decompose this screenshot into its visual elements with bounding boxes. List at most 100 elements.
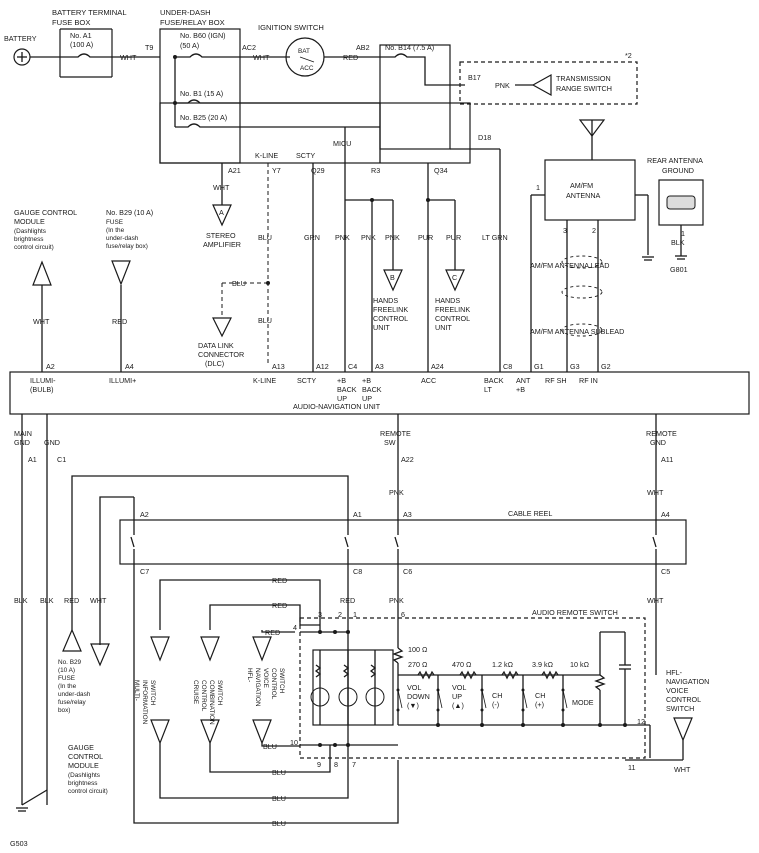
wire-blu-kline: BLU [258, 233, 272, 242]
stereo-label-1: STEREO [206, 231, 236, 240]
au-backlt-2: LT [484, 385, 492, 394]
reel-c8: C8 [353, 567, 362, 576]
rs-pin-10: 10 [290, 738, 298, 747]
wire-wht-reel: WHT [90, 596, 107, 605]
au-illumi-plus: ILLUMI+ [109, 376, 136, 385]
hfl-out-3: VOICE [666, 686, 689, 695]
rs-pin-7: 7 [352, 760, 356, 769]
wire-pur-acc: PUR [418, 233, 433, 242]
vol-up-2: UP [452, 692, 462, 701]
rs-pin-3: 3 [318, 610, 322, 619]
gauge-bot-4: (Dashlights [68, 772, 100, 779]
hfb-2: FREELINK [373, 305, 408, 314]
au-label: AUDIO-NAVIGATION UNIT [293, 402, 381, 411]
ch-plus-2: (+) [535, 700, 544, 709]
wire-pur-c: PUR [446, 233, 461, 242]
multi-3: SWITCH [149, 680, 156, 706]
fuse-b60-rating: (50 A) [180, 41, 199, 50]
tr-label-1: TRANSMISSION [556, 74, 611, 83]
gauge-bot-2: CONTROL [68, 752, 103, 761]
stereo-amplifier-connector: A STEREO AMPLIFIER [203, 204, 241, 249]
ch-minus-2: (-) [492, 700, 499, 709]
au-pin-a24: A24 [431, 362, 444, 371]
ignition-bat: BAT [298, 48, 310, 55]
wire-pnk-reel-out: PNK [389, 596, 404, 605]
au-pin-a3: A3 [375, 362, 384, 371]
gauge-top-1: GAUGE CONTROL [14, 208, 77, 217]
au-pin-c8: C8 [503, 362, 512, 371]
ch-plus-1: CH [535, 691, 545, 700]
multi-1: MULTI- [133, 680, 140, 701]
wire-ltgrn: LT GRN [482, 233, 508, 242]
conn-b-letter: B [390, 273, 395, 282]
rs-pin-8: 8 [334, 760, 338, 769]
rs-pin-12: 12 [637, 717, 645, 726]
au-pin-a11: A11 [661, 455, 673, 464]
au-kline: K-LINE [253, 376, 276, 385]
wire-wht-2: WHT [253, 53, 270, 62]
reel-a2: A2 [140, 510, 149, 519]
r-3k9: 3.9 kΩ [532, 660, 554, 669]
conn-c-letter: C [452, 273, 457, 282]
cable-reel-label: CABLE REEL [508, 509, 552, 518]
note-2: *2 [625, 51, 632, 60]
remote-sw-1: REMOTE [380, 429, 411, 438]
audio-remote-switch: AUDIO REMOTE SWITCH 3 2 1 6 4 10 9 8 7 1… [290, 608, 651, 772]
au-pin-a12: A12 [316, 362, 329, 371]
vol-down-2: DOWN [407, 692, 430, 701]
pin-y7: Y7 [272, 166, 281, 175]
cruise-2: CONTROL [200, 680, 207, 712]
antenna-label-1: AM/FM [570, 181, 593, 190]
transmission-range-switch: *2 B17 PNK TRANSMISSION RANGE SWITCH [459, 51, 638, 105]
au-up-2: UP [362, 394, 372, 403]
au-plusb-2: +B [362, 376, 371, 385]
r-10k: 10 kΩ [570, 660, 590, 669]
ignition-switch: IGNITION SWITCH BAT ACC [258, 23, 325, 77]
au-pin-a13: A13 [272, 362, 285, 371]
hfc-1: HANDS [435, 296, 460, 305]
b29-bot-7: box) [58, 707, 70, 714]
vol-down-switch: VOL DOWN (▼) [396, 683, 430, 712]
pin-q29: Q29 [311, 166, 325, 175]
audio-navigation-unit [9, 371, 750, 415]
wire-pnk-remote: PNK [389, 488, 404, 497]
au-pin-a1: A1 [28, 455, 37, 464]
hfl-outer-switch: HFL- NAVIGATION VOICE CONTROL SWITCH [666, 668, 709, 742]
pin-ab2: AB2 [356, 43, 370, 52]
dlc-label-2: CONNECTOR [198, 350, 244, 359]
under-dash-title-2: FUSE/RELAY BOX [160, 18, 225, 27]
b29-top-5: fuse/relay box) [106, 243, 148, 250]
b29-bot-5: under-dash [58, 691, 91, 698]
hfl-in-2: NAVIGATION [254, 668, 261, 707]
rs-pin-11: 11 [628, 763, 635, 772]
au-rfsh: RF SH [545, 376, 567, 385]
remote-switch-label: AUDIO REMOTE SWITCH [532, 608, 618, 617]
wire-grn: GRN [304, 233, 320, 242]
hands-free-b-connector: B HANDS FREELINK CONTROL UNIT [373, 269, 408, 332]
rear-ground-pin: 1 [681, 229, 685, 238]
wire-pnk-tr: PNK [495, 81, 510, 90]
battery-terminal-fuse-box: BATTERY TERMINAL FUSE BOX No. A1 (100 A) [52, 8, 127, 78]
main-gnd-1: MAIN [14, 429, 32, 438]
reel-a4: A4 [661, 510, 670, 519]
wire-wht-remote-gnd: WHT [647, 488, 664, 497]
wire-wht-amp: WHT [213, 183, 230, 192]
au-scty: SCTY [297, 376, 316, 385]
pin-a21: A21 [228, 166, 241, 175]
au-plusb-1: +B [337, 376, 346, 385]
au-pin-g3: G3 [570, 362, 580, 371]
ch-minus-switch: CH (-) [480, 688, 502, 712]
dlc-label-1: DATA LINK [198, 341, 234, 350]
b29-top-2: FUSE [106, 219, 123, 226]
b29-top-1: No. B29 (10 A) [106, 208, 153, 217]
cruise-4: SWITCH [216, 680, 223, 706]
gauge-bot-5: brightness [68, 780, 98, 787]
under-dash-fuse-box: UNDER-DASH FUSE/RELAY BOX T9 No. B60 (IG… [145, 8, 256, 164]
fuse-a1-label: No. A1 [70, 31, 92, 40]
wire-wht-illumi: WHT [33, 317, 50, 326]
wire-pnk-a3: PNK [361, 233, 376, 242]
ant-pin-1: 1 [536, 183, 540, 192]
rear-ground-2: GROUND [662, 166, 694, 175]
hfc-3: CONTROL [435, 314, 470, 323]
